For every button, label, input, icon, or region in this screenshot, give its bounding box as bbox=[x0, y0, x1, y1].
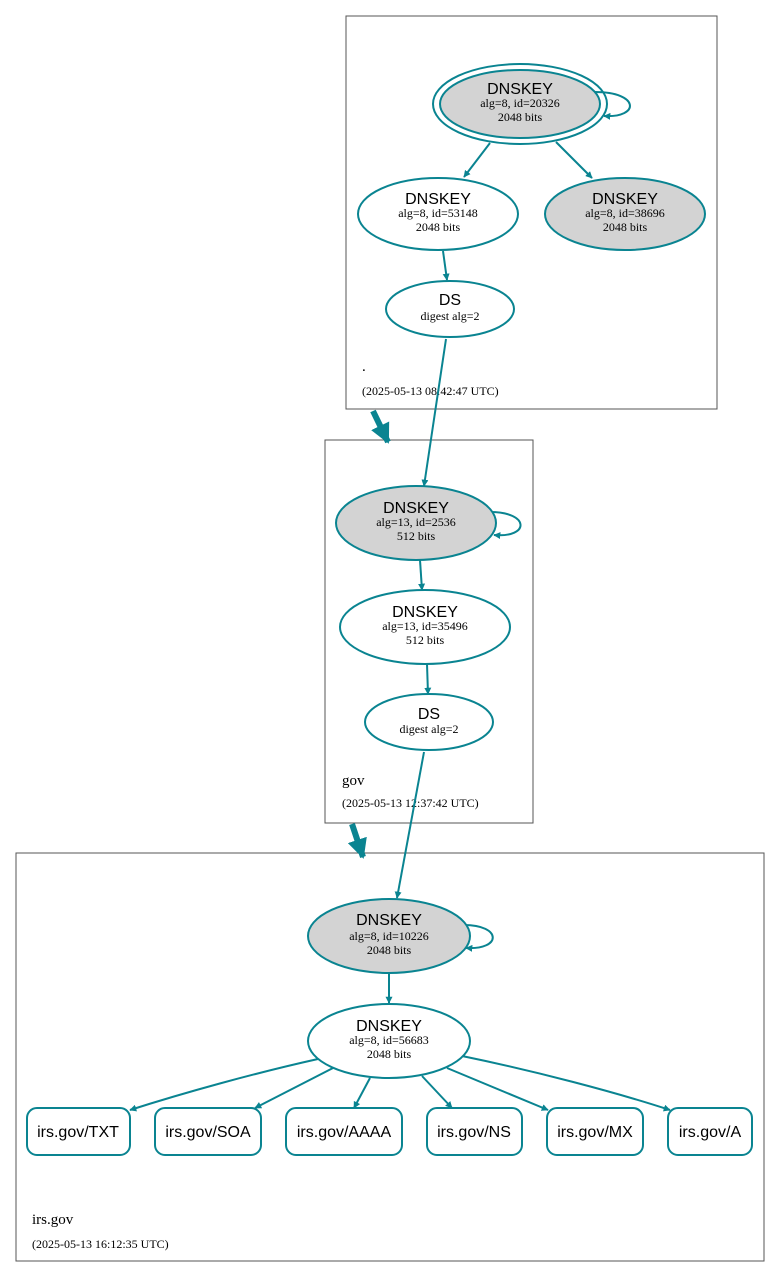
edge-root-ksk-zsk2 bbox=[555, 141, 593, 179]
rrset-soa[interactable]: irs.gov/SOA bbox=[154, 1107, 262, 1156]
irs-ksk-ellipse bbox=[307, 898, 471, 974]
node-root-zsk-2[interactable]: DNSKEY alg=8, id=38696 2048 bits bbox=[544, 177, 706, 251]
zone-irs-box bbox=[15, 852, 765, 1262]
root-ds-title: DS bbox=[439, 292, 461, 309]
rrset-ns[interactable]: irs.gov/NS bbox=[426, 1107, 523, 1156]
delegation-arrow-gov-irs bbox=[347, 823, 367, 859]
rrset-txt[interactable]: irs.gov/TXT bbox=[26, 1107, 131, 1156]
edge-irs-zsk-a bbox=[461, 1055, 671, 1112]
edge-irs-zsk-ns bbox=[421, 1075, 453, 1109]
gov-ds-title: DS bbox=[418, 706, 440, 723]
node-root-ds[interactable]: DS digest alg=2 bbox=[385, 280, 515, 338]
edge-gov-ds-irs-ksk bbox=[394, 751, 425, 899]
rrset-a-label: irs.gov/A bbox=[679, 1124, 742, 1141]
node-irs-ksk[interactable]: DNSKEY alg=8, id=10226 2048 bits bbox=[307, 898, 471, 974]
gov-ksk-ellipse bbox=[335, 485, 497, 561]
node-root-zsk[interactable]: DNSKEY alg=8, id=53148 2048 bits bbox=[357, 177, 519, 251]
rrset-soa-box bbox=[154, 1107, 262, 1156]
gov-ksk-bits: 512 bits bbox=[397, 529, 436, 543]
zone-root-box bbox=[345, 15, 718, 410]
gov-ds-digest: digest alg=2 bbox=[399, 722, 458, 736]
root-zsk2-title: DNSKEY bbox=[592, 191, 658, 208]
rrset-mx-label: irs.gov/MX bbox=[557, 1124, 633, 1141]
edge-root-zsk-ds bbox=[442, 250, 450, 281]
rrset-mx[interactable]: irs.gov/MX bbox=[546, 1107, 644, 1156]
rrset-aaaa[interactable]: irs.gov/AAAA bbox=[285, 1107, 403, 1156]
node-gov-ds[interactable]: DS digest alg=2 bbox=[364, 693, 494, 751]
rrset-ns-label: irs.gov/NS bbox=[437, 1124, 511, 1141]
rrset-aaaa-box bbox=[285, 1107, 403, 1156]
edge-gov-zsk-ds bbox=[424, 663, 432, 695]
root-ksk-ellipse bbox=[439, 69, 601, 139]
irs-ksk-alg: alg=8, id=10226 bbox=[349, 929, 429, 943]
rrset-txt-label: irs.gov/TXT bbox=[37, 1124, 119, 1141]
irs-zsk-title: DNSKEY bbox=[356, 1018, 422, 1035]
edge-gov-ksk-self bbox=[489, 511, 522, 540]
edge-root-ksk-self bbox=[594, 91, 631, 120]
edge-irs-zsk-aaaa bbox=[353, 1077, 371, 1109]
rrset-soa-label: irs.gov/SOA bbox=[165, 1124, 251, 1141]
zone-irs-timestamp: (2025-05-13 16:12:35 UTC) bbox=[32, 1237, 169, 1251]
zone-root-timestamp: (2025-05-13 08:42:47 UTC) bbox=[362, 384, 499, 398]
root-zsk2-bits: 2048 bits bbox=[603, 220, 648, 234]
root-zsk-bits: 2048 bits bbox=[416, 220, 461, 234]
zone-gov-name: gov bbox=[342, 773, 365, 789]
zone-gov-box bbox=[324, 439, 534, 824]
zone-irs-name: irs.gov bbox=[32, 1212, 74, 1228]
gov-ksk-title: DNSKEY bbox=[383, 500, 449, 517]
root-zsk-alg: alg=8, id=53148 bbox=[398, 206, 478, 220]
zone-root-name: . bbox=[362, 359, 366, 375]
edge-root-ds-gov-ksk bbox=[421, 338, 447, 487]
rrset-mx-box bbox=[546, 1107, 644, 1156]
gov-ksk-alg: alg=13, id=2536 bbox=[376, 515, 456, 529]
delegation-arrow-root-gov bbox=[370, 409, 391, 444]
zone-gov-timestamp: (2025-05-13 12:37:42 UTC) bbox=[342, 796, 479, 810]
irs-zsk-ellipse bbox=[307, 1003, 471, 1079]
irs-zsk-alg: alg=8, id=56683 bbox=[349, 1033, 429, 1047]
gov-zsk-ellipse bbox=[339, 589, 511, 665]
edge-irs-zsk-mx bbox=[446, 1067, 549, 1111]
rrset-aaaa-label: irs.gov/AAAA bbox=[297, 1124, 392, 1141]
irs-ksk-bits: 2048 bits bbox=[367, 943, 412, 957]
root-zsk2-ellipse bbox=[544, 177, 706, 251]
root-ksk-alg: alg=8, id=20326 bbox=[480, 96, 560, 110]
node-irs-zsk[interactable]: DNSKEY alg=8, id=56683 2048 bits bbox=[307, 1003, 471, 1079]
edge-irs-zsk-soa bbox=[254, 1067, 334, 1109]
gov-zsk-title: DNSKEY bbox=[392, 604, 458, 621]
rrset-txt-box bbox=[26, 1107, 131, 1156]
root-ksk-outer-ring bbox=[432, 63, 608, 145]
root-zsk-title: DNSKEY bbox=[405, 191, 471, 208]
root-ds-digest: digest alg=2 bbox=[420, 309, 479, 323]
edge-irs-ksk-self bbox=[463, 924, 494, 952]
edge-gov-ksk-zsk bbox=[418, 559, 426, 591]
root-zsk-ellipse bbox=[357, 177, 519, 251]
irs-zsk-bits: 2048 bits bbox=[367, 1047, 412, 1061]
gov-zsk-alg: alg=13, id=35496 bbox=[382, 619, 468, 633]
irs-ksk-title: DNSKEY bbox=[356, 912, 422, 929]
edge-root-ksk-zsk bbox=[463, 142, 491, 178]
node-gov-ksk[interactable]: DNSKEY alg=13, id=2536 512 bits bbox=[335, 485, 497, 561]
gov-zsk-bits: 512 bits bbox=[406, 633, 445, 647]
edge-irs-zsk-txt bbox=[129, 1058, 319, 1112]
rrset-a-box bbox=[667, 1107, 753, 1156]
gov-ds-ellipse bbox=[364, 693, 494, 751]
node-root-ksk[interactable]: DNSKEY alg=8, id=20326 2048 bits bbox=[432, 63, 608, 145]
root-ksk-bits: 2048 bits bbox=[498, 110, 543, 124]
rrset-ns-box bbox=[426, 1107, 523, 1156]
node-gov-zsk[interactable]: DNSKEY alg=13, id=35496 512 bits bbox=[339, 589, 511, 665]
root-ksk-title: DNSKEY bbox=[487, 81, 553, 98]
root-zsk2-alg: alg=8, id=38696 bbox=[585, 206, 665, 220]
rrset-a[interactable]: irs.gov/A bbox=[667, 1107, 753, 1156]
root-ds-ellipse bbox=[385, 280, 515, 338]
